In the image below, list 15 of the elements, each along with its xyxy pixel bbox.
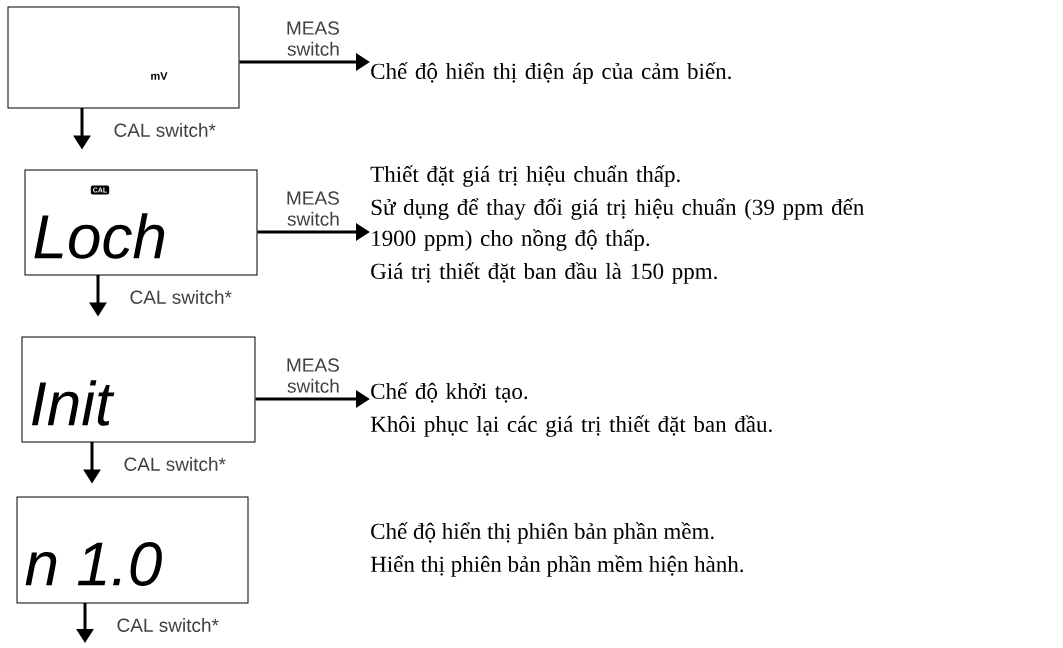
edge-label: MEAS switch: [287, 21, 339, 56]
description-text: Hiển thị phiên bản phần mềm hiện hành.: [370, 555, 744, 577]
description-text: Thiết đặt giá trị hiệu chuẩn thấp. Sử dụng để thay đổi giá trị hiệu chuẩn (39 ppm đến 1900 ppm) cho nồng độ thấp. Giá trị thiết đặt ban đầu là 150 ppm.: [370, 165, 864, 284]
edge-label: CAL switch*: [114, 123, 216, 137]
edge-label: MEAS switch: [287, 191, 339, 226]
edge-label: CAL switch*: [117, 618, 219, 632]
description-text: Chế độ khởi tạo. Khôi phục lại các giá trị thiết đặt ban đầu.: [370, 382, 772, 437]
edge-label: CAL switch*: [124, 457, 226, 471]
description-text: Chế độ hiển thị điện áp của cảm biến.: [371, 62, 731, 84]
display-screen: mV: [7, 6, 240, 109]
edge-label: MEAS switch: [287, 358, 339, 393]
description-text: Chế độ hiển thị phiên bản phần mềm.: [371, 522, 714, 544]
display-screen: Init: [21, 336, 256, 443]
edge-label: CAL switch*: [130, 290, 232, 304]
display-screen: n 1.0: [16, 496, 249, 604]
